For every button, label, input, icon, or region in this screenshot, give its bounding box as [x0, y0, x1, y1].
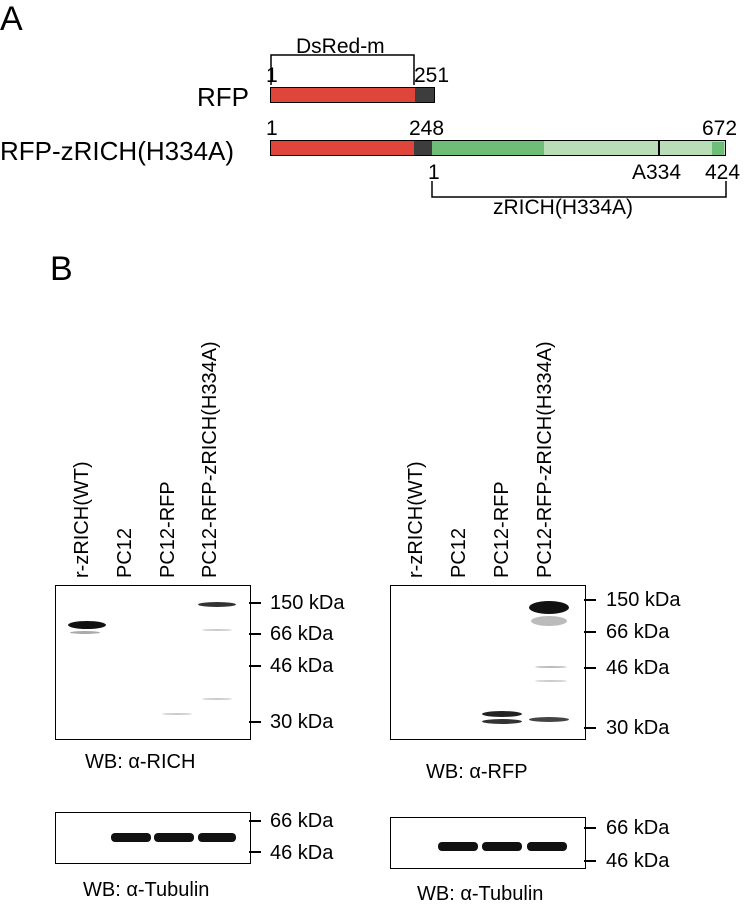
blot-label-rfp: WB: α-RFP [426, 761, 528, 783]
zrich-mutation: A334 [632, 161, 682, 184]
fusion-name: RFP-zRICH(H334A) [0, 136, 235, 166]
marker-46-kda: 46 kDa [270, 842, 334, 864]
zrich-start: 1 [428, 161, 440, 184]
marker-30-kda: 30 kDa [606, 717, 670, 739]
rich-western-blot [55, 585, 251, 740]
marker-66-kda: 66 kDa [606, 621, 670, 643]
zrich-label: zRICH(H334A) [493, 196, 634, 219]
blot-label-rich: WB: α-RICH [85, 751, 196, 773]
fusion-end: 672 [702, 117, 738, 140]
lane-label-pc12: PC12 [448, 527, 470, 578]
band-tubulin-fusion [198, 833, 236, 842]
rfp-tail-segment [415, 88, 434, 102]
marker-tick-150 [249, 602, 261, 604]
mutation-site-tick [658, 140, 660, 156]
rfp-start: 1 [266, 64, 278, 87]
lane-label-r-zrich-wt: r-zRICH(WT) [71, 461, 93, 578]
lane-label-pc12-rfp-zrich-h334a: PC12-RFP-zRICH(H334A) [534, 341, 556, 578]
marker-tick-66 [249, 820, 261, 822]
band-tubulin-pc12-rfp [482, 842, 522, 851]
dsred-label: DsRed-m [296, 35, 385, 58]
marker-tick-46 [584, 860, 596, 862]
band-fusion-smear [531, 616, 567, 626]
tubulin-western-blot-right [390, 817, 586, 869]
marker-66-kda: 66 kDa [606, 817, 670, 839]
marker-150-kda: 150 kDa [270, 592, 345, 614]
marker-tick-150 [584, 599, 596, 601]
band-tubulin-pc12-rfp [154, 833, 194, 842]
marker-tick-66 [584, 827, 596, 829]
band-fusion-30-faint [202, 698, 232, 700]
panel-a-label: A [0, 0, 23, 38]
fusion-red-segment [271, 141, 414, 155]
marker-150-kda: 150 kDa [606, 589, 681, 611]
zrich-end: 424 [705, 161, 741, 184]
lane-label-pc12: PC12 [114, 527, 136, 578]
zrich-bracket [431, 181, 727, 198]
band-rfp-upper [482, 711, 522, 717]
lane-label-pc12-rfp: PC12-RFP [491, 481, 513, 578]
marker-46-kda: 46 kDa [606, 850, 670, 872]
lane-label-pc12-rfp: PC12-RFP [157, 481, 179, 578]
lane-label-r-zrich-wt: r-zRICH(WT) [405, 461, 427, 578]
blot-label-tubulin-right: WB: α-Tubulin [417, 883, 544, 905]
band-fusion-30 [529, 717, 569, 722]
rfp-western-blot [390, 585, 586, 740]
blot-label-tubulin-left: WB: α-Tubulin [83, 879, 210, 901]
marker-30-kda: 30 kDa [270, 711, 334, 733]
band-rzrich-wt [68, 621, 106, 629]
rfp-red-segment [271, 88, 415, 102]
marker-tick-66 [584, 631, 596, 633]
marker-tick-46 [249, 665, 261, 667]
lane-label-pc12-rfp-zrich-h334a: PC12-RFP-zRICH(H334A) [199, 341, 221, 578]
band-pc12rfp-faint [162, 713, 192, 715]
band-fusion-66-faint [202, 629, 232, 631]
marker-tick-30 [584, 727, 596, 729]
band-tubulin-fusion [527, 842, 567, 851]
fusion-start: 1 [266, 117, 278, 140]
marker-46-kda: 46 kDa [270, 655, 334, 677]
band-tubulin-pc12 [438, 842, 478, 851]
band-fusion-150 [529, 601, 569, 614]
tubulin-western-blot-left [55, 812, 251, 864]
dsred-bracket [270, 54, 415, 85]
rfp-construct-bar [270, 87, 435, 103]
fusion-dark-segment [414, 141, 432, 155]
fusion-end-segment [712, 141, 724, 155]
fusion-lightgreen-segment [544, 141, 725, 155]
marker-tick-46 [584, 667, 596, 669]
marker-66-kda: 66 kDa [270, 623, 334, 645]
marker-46-kda: 46 kDa [606, 657, 670, 679]
band-rfp-lower [482, 719, 522, 724]
band-tubulin-pc12 [111, 833, 151, 842]
rfp-name: RFP [197, 82, 249, 112]
marker-66-kda: 66 kDa [270, 810, 334, 832]
band-fusion-46-faint-2 [535, 680, 567, 682]
panel-b-label: B [50, 250, 73, 288]
fusion-green-segment [432, 141, 544, 155]
marker-tick-46 [249, 851, 261, 853]
fusion-junction: 248 [409, 117, 445, 140]
band-fusion-46-faint [535, 666, 567, 668]
band-fusion-150 [198, 602, 236, 607]
marker-tick-30 [249, 721, 261, 723]
band-rzrich-wt-faint [70, 631, 100, 634]
rfp-end: 251 [414, 64, 450, 87]
marker-tick-66 [249, 633, 261, 635]
fusion-construct-bar [270, 140, 726, 156]
